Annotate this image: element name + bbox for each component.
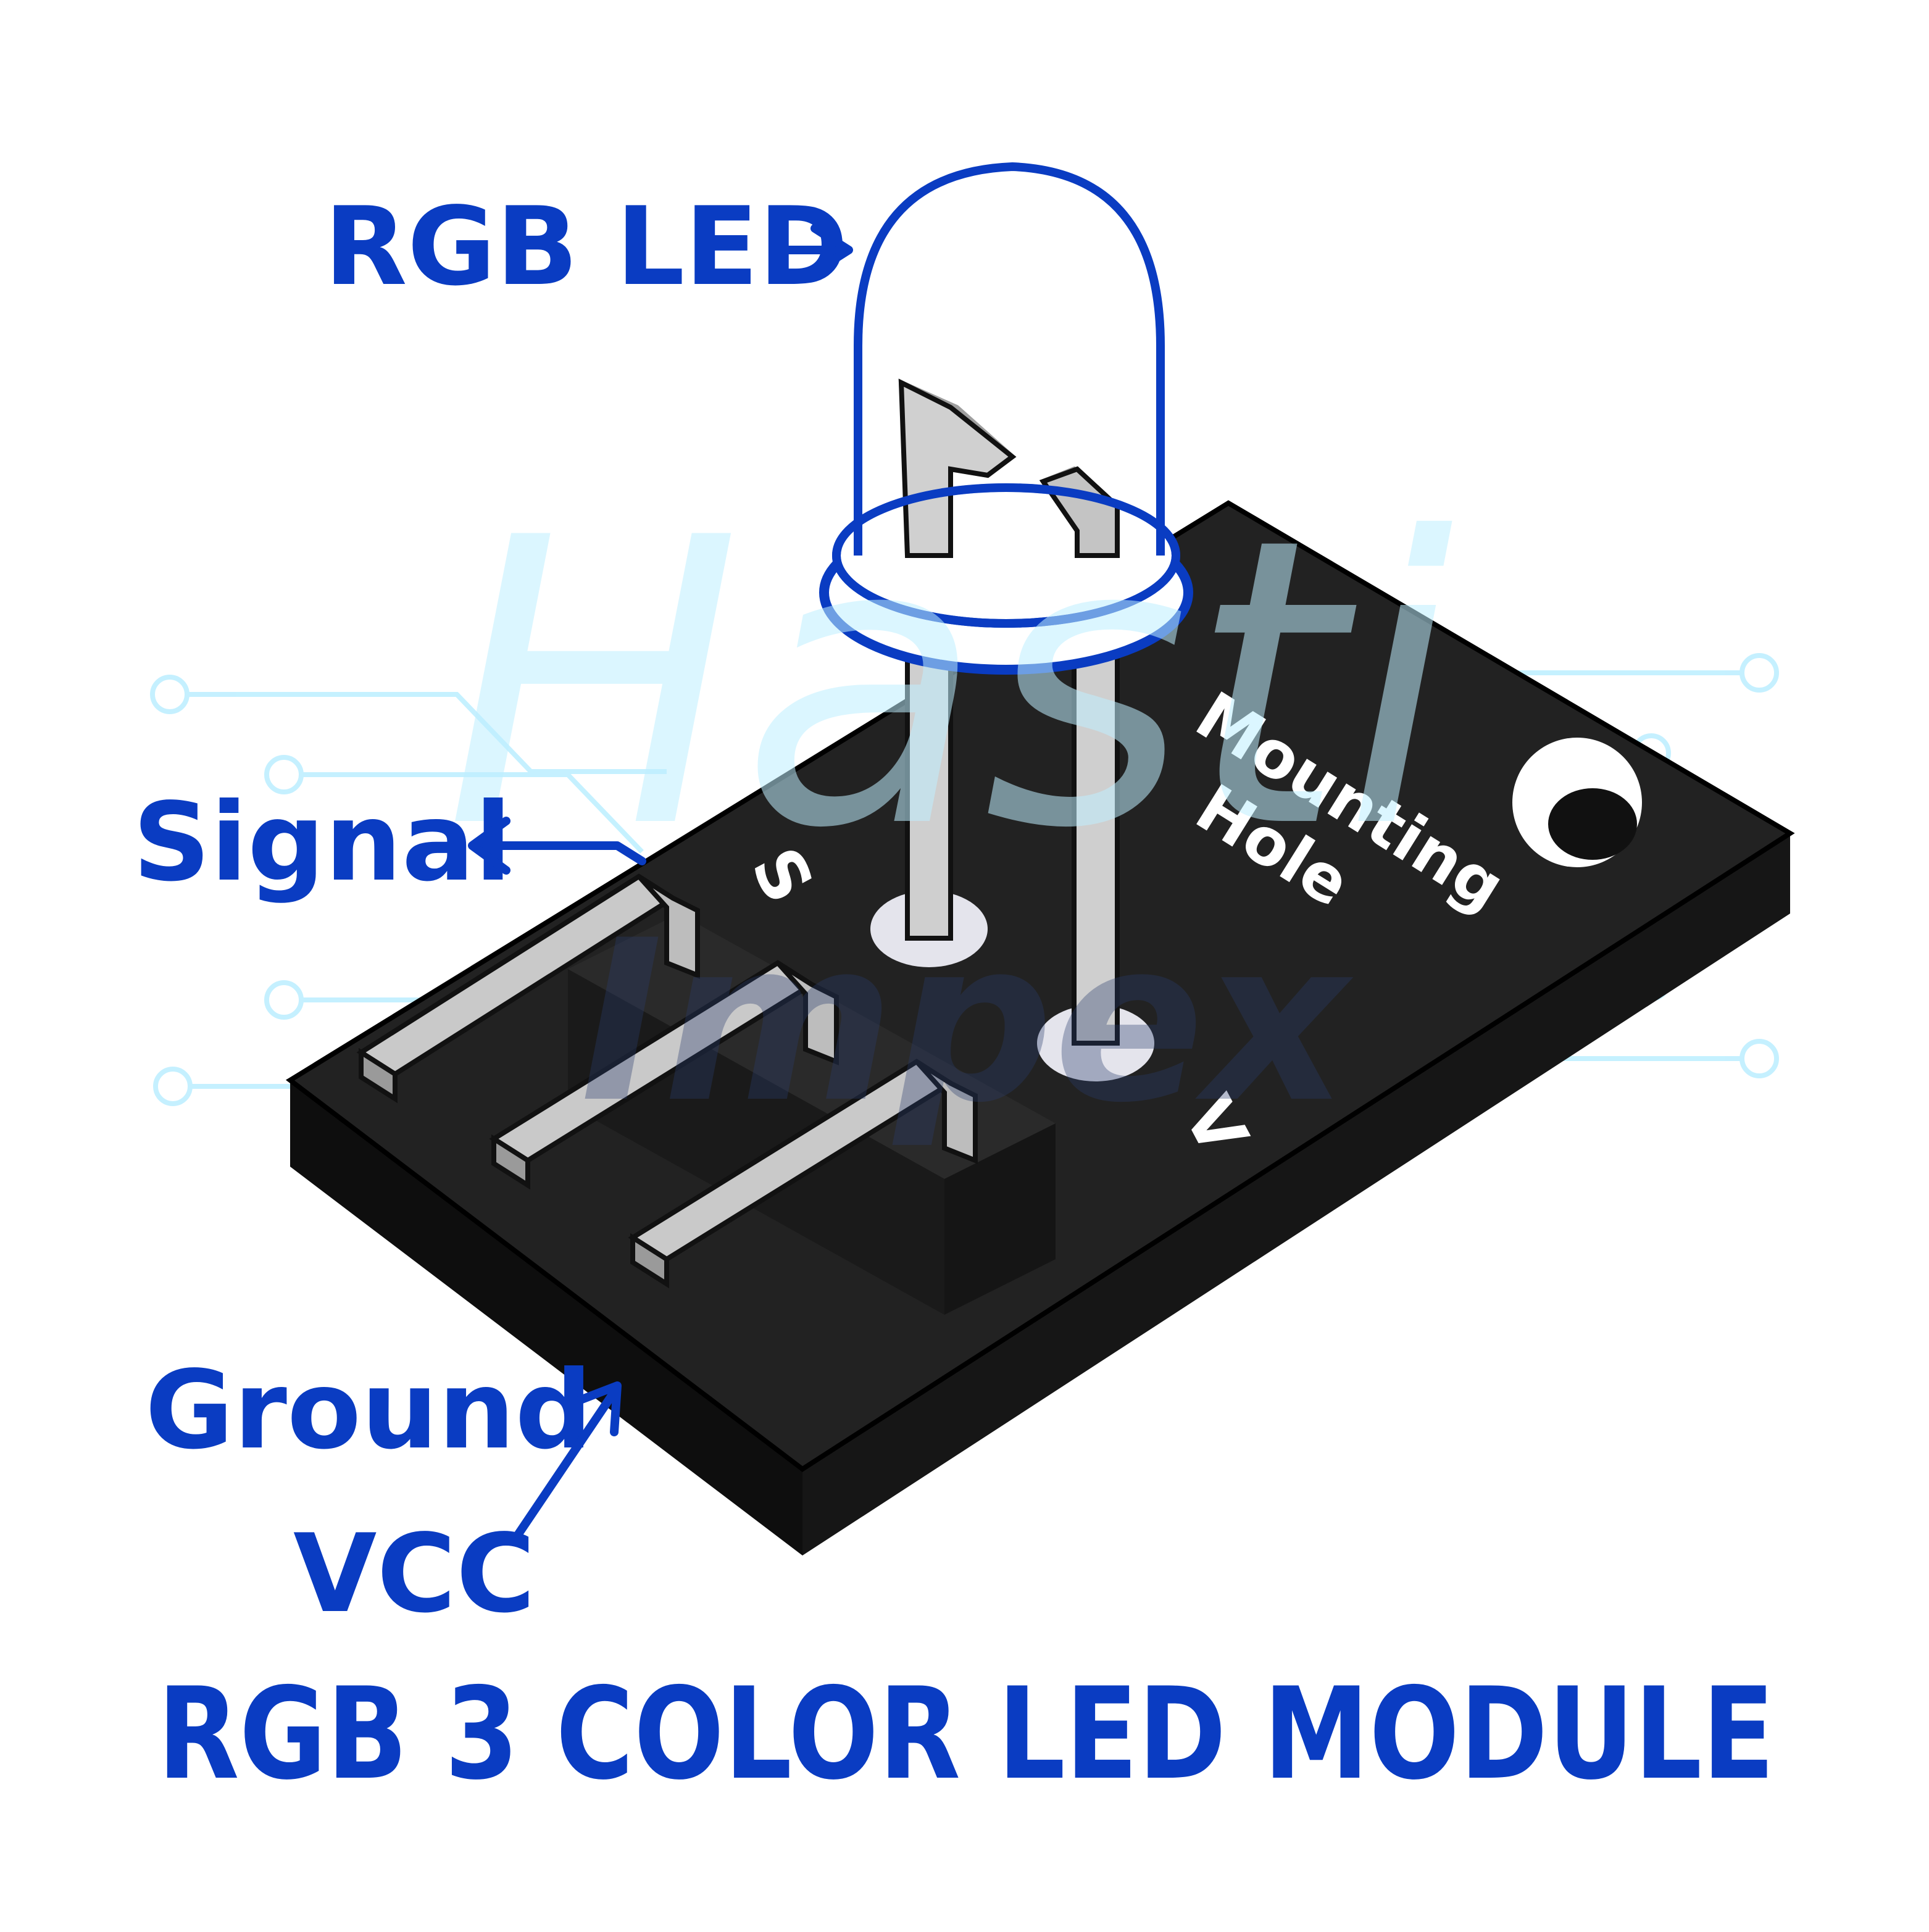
vcc-label: VCC	[293, 1512, 535, 1637]
rgb-led-label: RGB LED	[324, 185, 848, 310]
signal-label: Signal	[133, 780, 512, 906]
header-pin-ground	[628, 1059, 978, 1289]
annotation-arrows	[468, 224, 853, 1538]
watermark-line1: Hasti	[444, 454, 1456, 914]
ground-vcc-arrow	[514, 1381, 622, 1538]
signal-arrow	[468, 817, 646, 875]
watermark: Hasti Impex	[444, 454, 1456, 1151]
rgb-led	[819, 162, 1193, 675]
rgb-led-arrow	[780, 224, 853, 276]
ground-label: Ground	[145, 1348, 593, 1473]
header-pin-signal	[356, 873, 700, 1104]
annotation-labels: RGB LED Signal Ground VCC	[133, 185, 848, 1637]
header-pin-vcc	[489, 960, 839, 1190]
mounting-hole	[1512, 738, 1642, 867]
watermark-line2: Impex	[580, 893, 1354, 1151]
page-title: RGB 3 COLOR LED MODULE	[157, 1661, 1775, 1808]
